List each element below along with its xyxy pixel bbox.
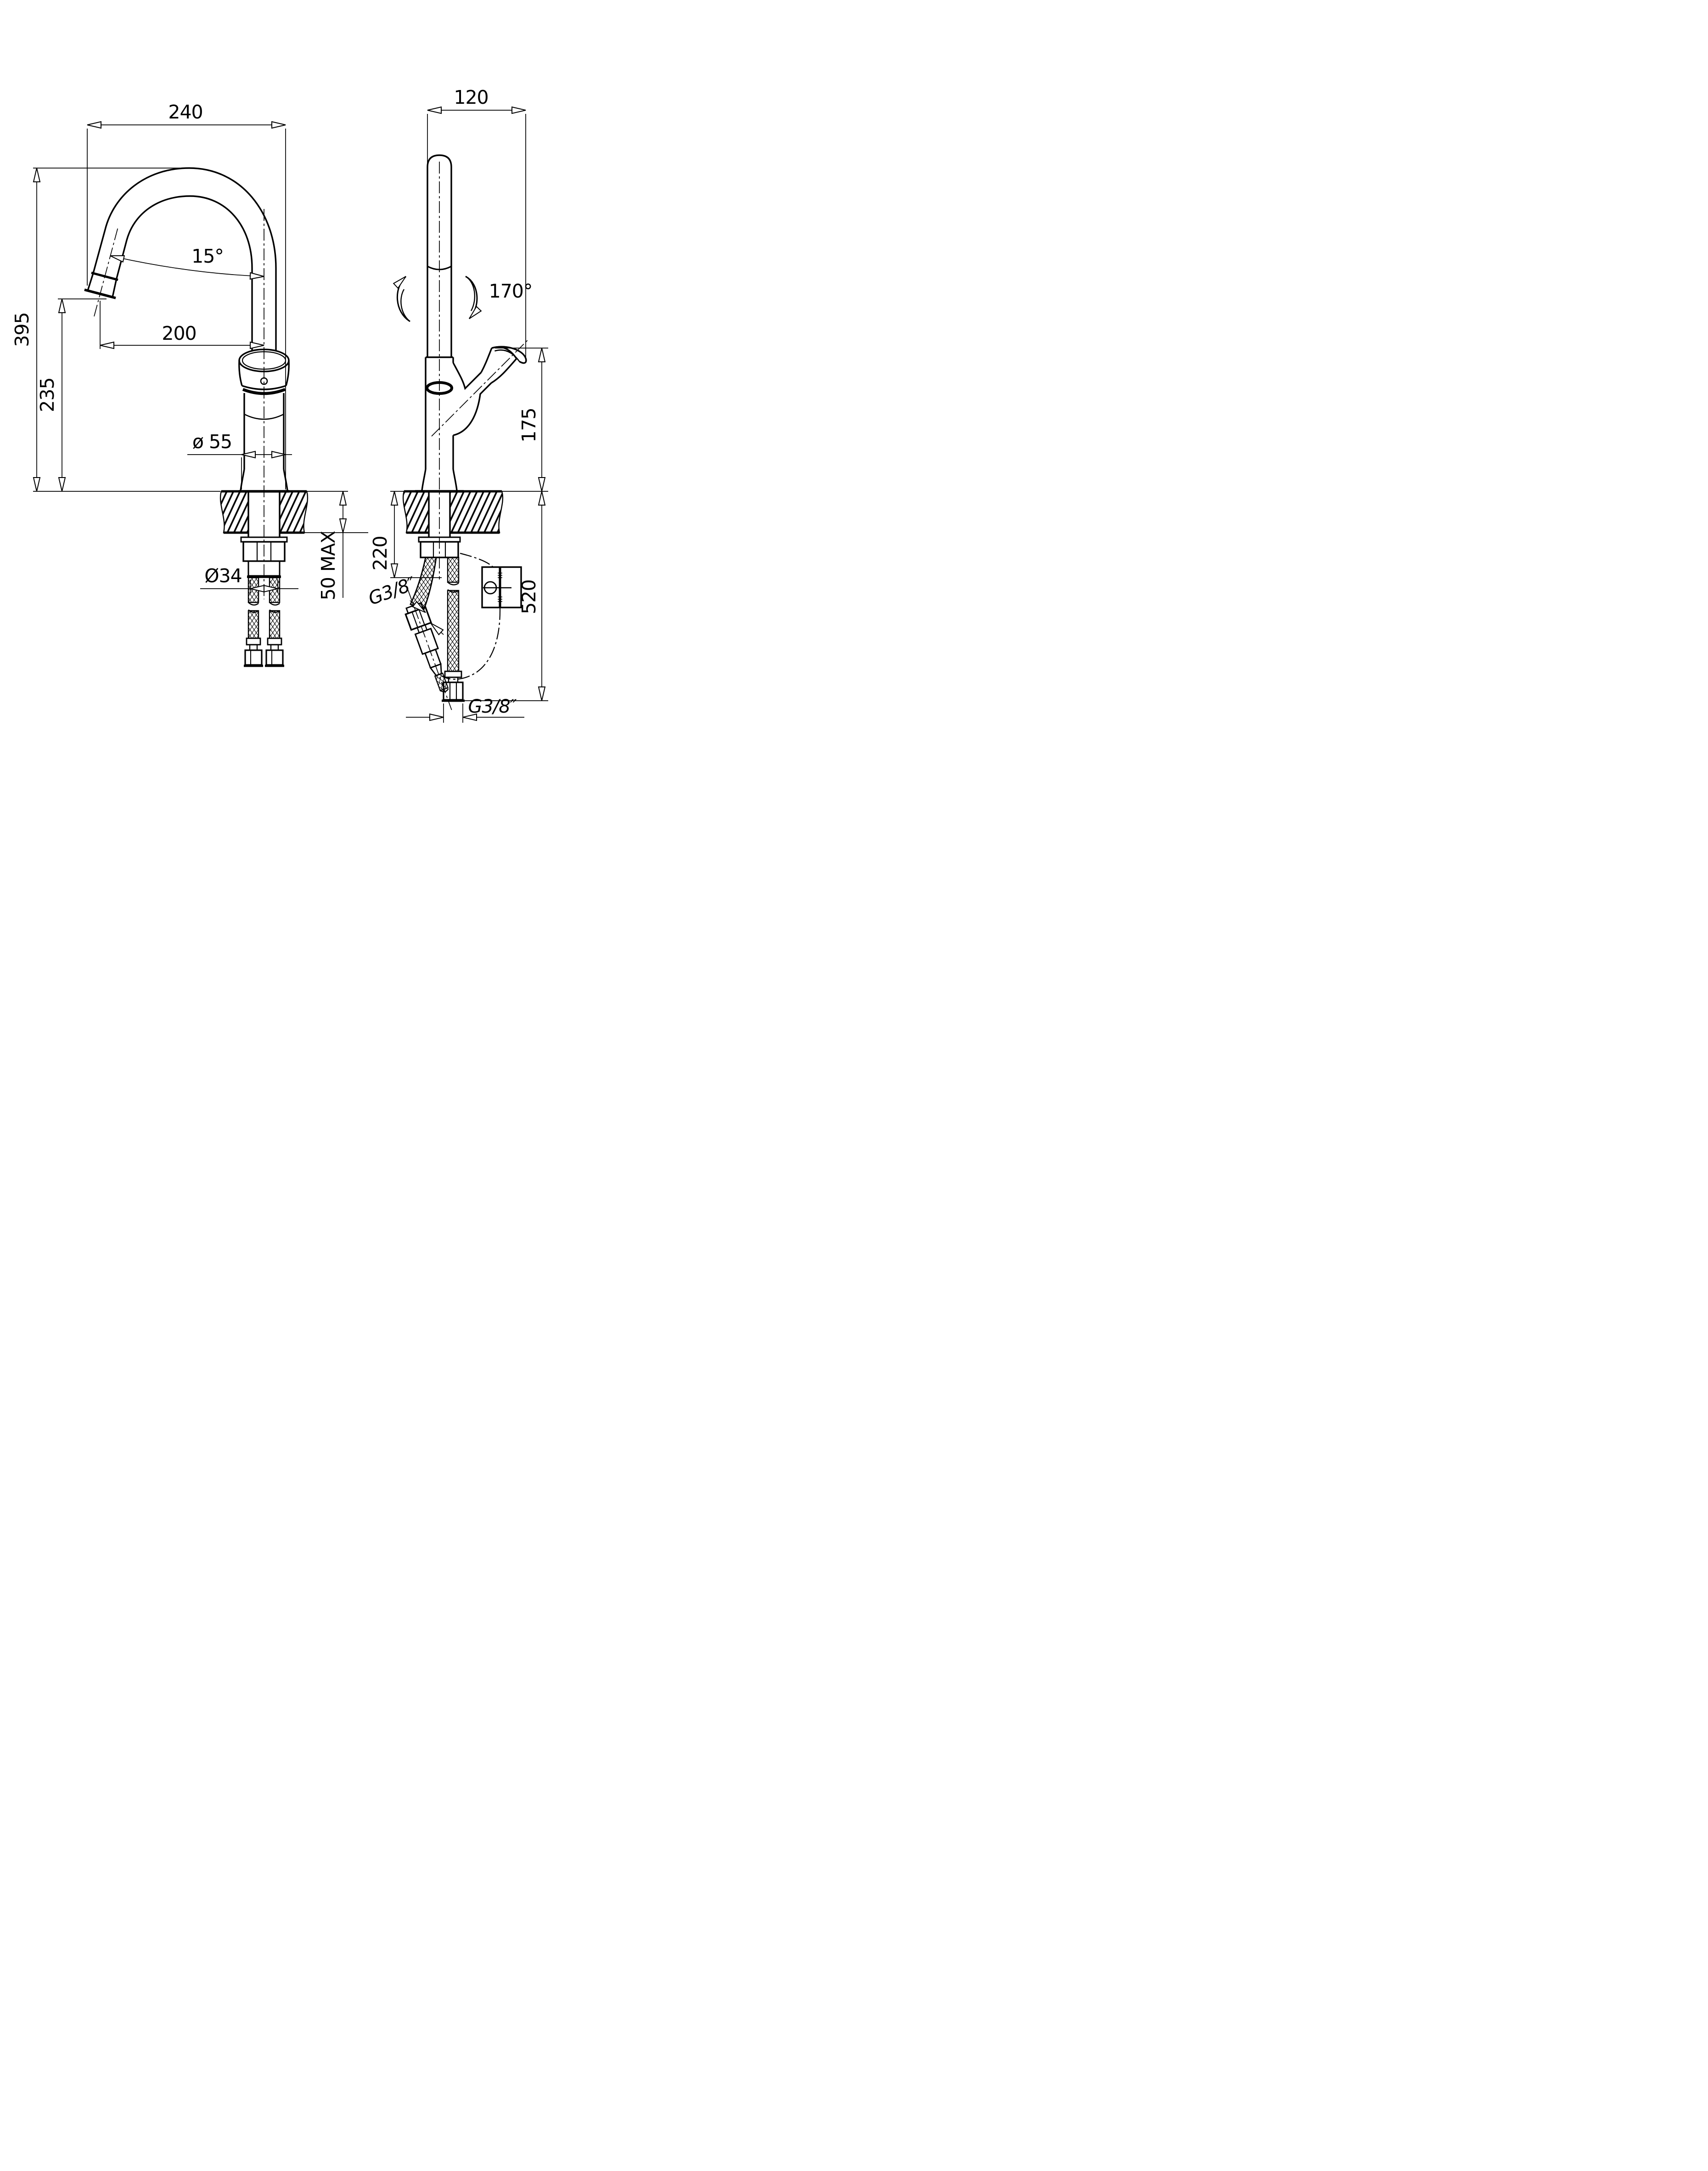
dim-220-label: 220 [369,536,391,570]
dim-240-label: 240 [168,101,202,123]
mounting-nut-side [420,541,459,558]
hose-end-nut [265,649,284,666]
dim-235-label: 235 [36,377,58,412]
front-view: 240 15° 395 200 235 ø 55 Ø34 50 MAX [11,101,368,667]
under-deck-front [240,536,288,667]
dim-520-label: 520 [518,579,540,614]
spray-head-seam [91,271,118,281]
cap-set-screw [260,377,268,385]
g38-hose-label: G3/8″ [468,696,517,717]
body-seam [244,413,284,420]
rotation-arrows [393,276,482,322]
dim-50max-label: 50 MAX [317,531,339,601]
rotate-left-arrow [393,276,410,322]
spout-tip-face [84,288,116,299]
g38-leader-2 [430,623,444,636]
front-labels: 240 15° 395 200 235 ø 55 Ø34 50 MAX [11,101,339,600]
side-centerlines [431,162,528,579]
swivel-ring-side [426,381,453,395]
spout [84,167,277,351]
dim-55-label: ø 55 [192,431,232,453]
supply-hoses-front [244,577,284,667]
g38-leader-1 [410,600,426,613]
swivel-ring [242,388,286,395]
under-deck-side [405,536,522,710]
countertop-section-side [402,490,504,537]
dim-15deg-arc [110,255,264,280]
base-flange [240,469,245,491]
faucet-technical-drawing: 240 15° 395 200 235 ø 55 Ø34 50 MAX [11,86,548,723]
dim-15deg-label: 15° [191,245,224,267]
handle-lever [452,346,527,436]
swivel-seam [427,265,452,270]
pullout-hose [442,557,465,702]
hose-weight [481,566,522,608]
dim-170deg-label: 170° [489,280,533,302]
front-dimensions [33,121,368,598]
drawing-sheet: 240 15° 395 200 235 ø 55 Ø34 50 MAX [0,0,569,724]
faucet-body [238,349,290,493]
dim-120-label: 120 [454,86,488,108]
hose-end-nut [244,649,263,666]
dim-175-label: 175 [518,408,540,442]
countertop-section-front [219,490,309,537]
base-flange-side [421,469,427,491]
dim-200-label: 200 [162,322,196,344]
side-dimensions [390,106,548,723]
dim-395-label: 395 [11,312,33,347]
side-view: 120 170° 175 220 G3/8″ 520 G3/8″ [365,86,548,723]
hose-loop-path [441,552,501,680]
dim-34-label: Ø34 [204,565,242,587]
handle-knob [480,348,493,373]
